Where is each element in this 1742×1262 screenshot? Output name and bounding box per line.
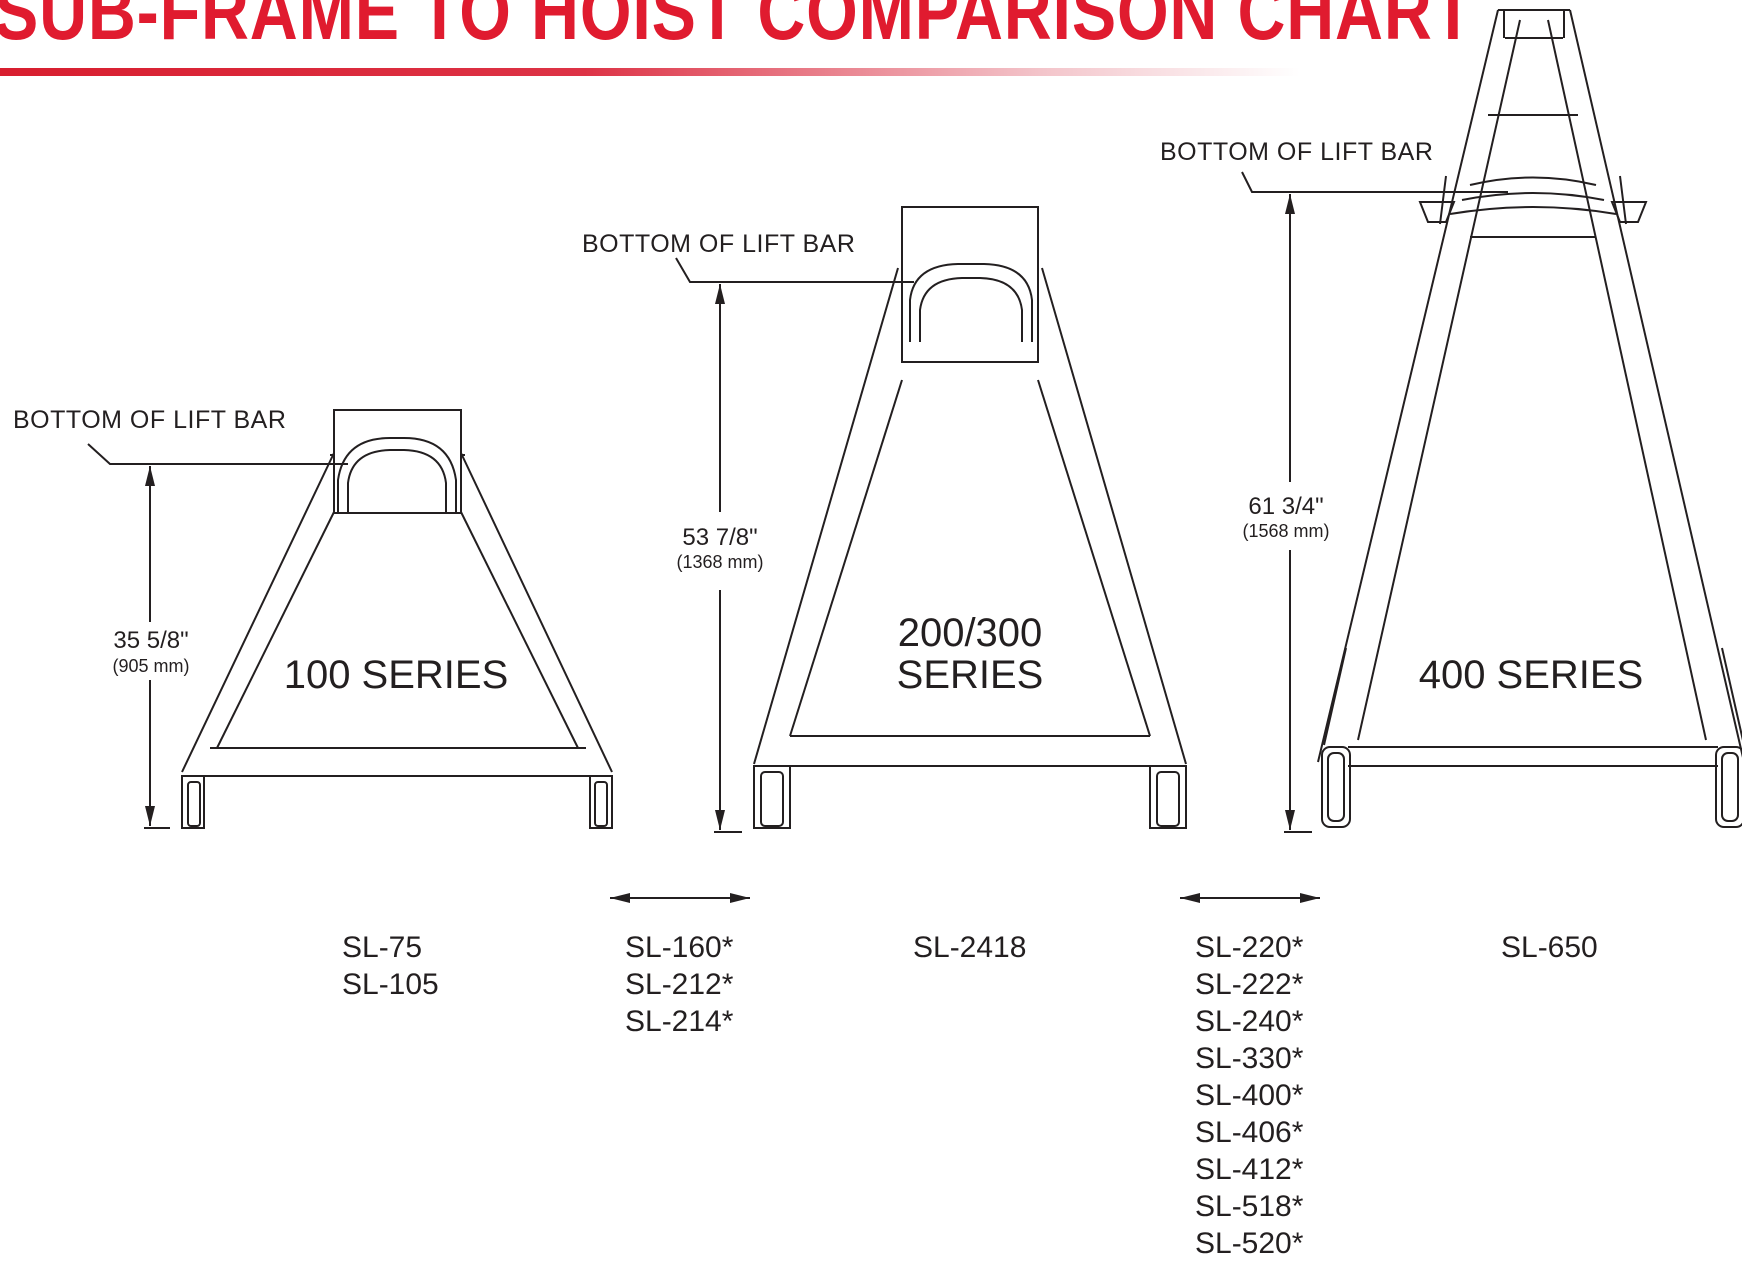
- series-label-400: 400 SERIES: [1419, 653, 1644, 697]
- model-item: SL-222*: [1195, 968, 1304, 1001]
- hoist-100-series-frame: [181, 409, 613, 829]
- dimension-200-300-series: [714, 284, 742, 833]
- dimension-400-series: [1284, 194, 1312, 833]
- model-item: SL-75: [342, 931, 423, 964]
- model-item: SL-160*: [625, 931, 734, 964]
- model-list-1: SL-75 SL-105: [342, 929, 439, 1003]
- callout-label-100: BOTTOM OF LIFT BAR: [13, 406, 286, 434]
- model-item: SL-400*: [1195, 1079, 1304, 1112]
- model-item: SL-518*: [1195, 1190, 1304, 1223]
- model-item: SL-214*: [625, 1005, 734, 1038]
- model-list-3: SL-2418: [913, 929, 1026, 966]
- model-list-4: SL-220* SL-222* SL-240* SL-330* SL-400* …: [1195, 929, 1303, 1262]
- model-item: SL-330*: [1195, 1042, 1304, 1075]
- lift-bar-leader-400: [1241, 171, 1508, 193]
- series-label-200-300-line2: SERIES: [897, 653, 1044, 697]
- height-in-100: 35 5/8": [113, 627, 188, 654]
- height-mm-200-300: (1368 mm): [676, 552, 763, 572]
- series-label-200-300-line1: 200/300: [898, 611, 1043, 655]
- series-label-100: 100 SERIES: [284, 653, 509, 697]
- height-in-200-300: 53 7/8": [682, 524, 757, 551]
- model-item: SL-105: [342, 968, 439, 1001]
- height-in-400: 61 3/4": [1248, 493, 1323, 520]
- lift-bar-leader-100: [87, 443, 348, 465]
- callout-label-200-300: BOTTOM OF LIFT BAR: [582, 230, 855, 258]
- model-item: SL-520*: [1195, 1227, 1304, 1260]
- height-mm-400: (1568 mm): [1242, 521, 1329, 541]
- title-underline: [0, 68, 1300, 76]
- callout-label-400: BOTTOM OF LIFT BAR: [1160, 138, 1433, 166]
- hoist-400-series-frame: [1317, 9, 1742, 828]
- model-item: SL-220*: [1195, 931, 1304, 964]
- model-item: SL-650: [1501, 931, 1598, 964]
- lift-bar-leader-200-300: [675, 257, 914, 283]
- model-item: SL-406*: [1195, 1116, 1304, 1149]
- model-item: SL-240*: [1195, 1005, 1304, 1038]
- model-item: SL-2418: [913, 931, 1027, 964]
- model-list-2: SL-160* SL-212* SL-214*: [625, 929, 733, 1040]
- model-list-5: SL-650: [1501, 929, 1598, 966]
- chart-title: SUB-FRAME TO HOIST COMPARISON CHART: [0, 0, 1474, 56]
- hoist-200-300-series-frame: [753, 206, 1187, 829]
- model-item: SL-412*: [1195, 1153, 1304, 1186]
- dimension-100-series: [144, 466, 170, 829]
- height-mm-100: (905 mm): [112, 656, 189, 676]
- model-item: SL-212*: [625, 968, 734, 1001]
